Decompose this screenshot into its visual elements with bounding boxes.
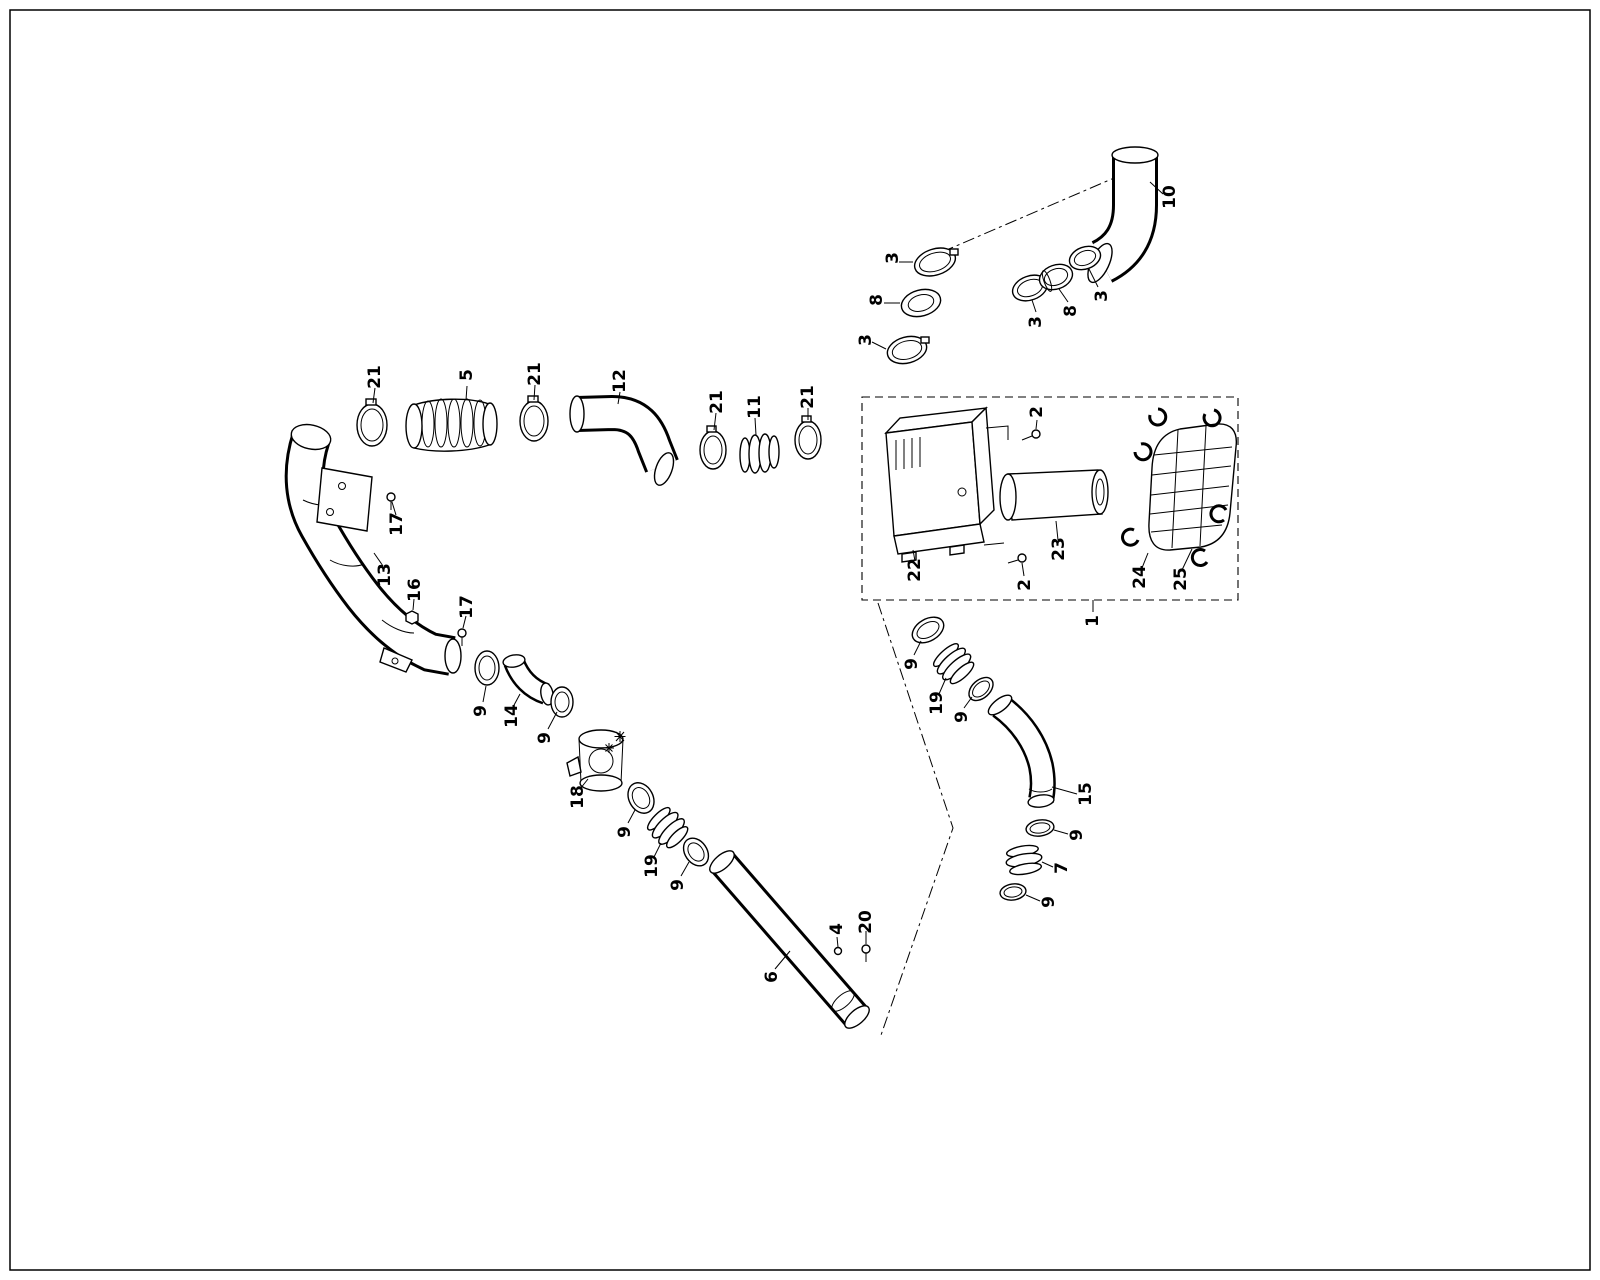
ring-9 [999,883,1027,901]
hose-8 [1038,263,1074,292]
housing-cover-25 [1148,423,1238,551]
part-label-9: 9 [535,732,555,744]
part-label-20: 20 [856,910,876,934]
ring-3 [1068,245,1102,271]
part-label-2: 2 [1015,579,1035,591]
clamp-21 [794,415,822,460]
air-cleaner-assembly-1 [861,396,1239,601]
part-label-11: 11 [745,395,765,419]
bellows-coupling-5 [405,398,498,452]
ring-9 [1025,819,1055,837]
part-label-9: 9 [1067,829,1087,841]
part-label-3: 3 [883,252,903,264]
part-label-12: 12 [610,369,630,393]
construction-line-right [877,602,954,1039]
intake-tube-10 [1087,146,1159,284]
construction-line-top [941,171,1129,253]
elbow-14 [502,654,554,706]
retaining-clips-24 [1121,407,1228,567]
part-label-17: 17 [457,595,477,619]
part-label-4: 4 [827,923,847,935]
page-border [9,9,1591,1271]
part-label-17: 17 [387,512,407,536]
ring-9 [474,650,500,686]
part-label-21: 21 [707,390,727,414]
tube-12 [569,394,679,486]
clamp-21 [519,395,549,442]
part-label-7: 7 [1052,862,1072,874]
hose-clamp-3 [886,335,930,365]
part-label-8: 8 [867,294,887,306]
bolt-4 [833,946,843,956]
bolt-2 [1007,553,1027,564]
part-label-19: 19 [927,691,947,715]
part-label-16: 16 [405,578,425,602]
part-label-1: 1 [1083,615,1103,627]
part-label-6: 6 [762,971,782,983]
part-label-3: 3 [856,334,876,346]
nut-16 [405,610,419,625]
clamp-21 [356,398,388,447]
clamp-9 [682,837,710,867]
part-label-2: 2 [1027,406,1047,418]
screw-17 [386,492,396,510]
part-label-9: 9 [902,658,922,670]
part-label-5: 5 [457,369,477,381]
star-fastener-icon [604,731,626,753]
throttle-body-18 [566,729,626,792]
part-label-13: 13 [375,563,395,587]
hose-8 [900,288,942,318]
assembly-boundary [861,396,1239,601]
clamp-21 [699,425,727,470]
screw-17 [457,628,467,646]
part-label-24: 24 [1130,565,1150,589]
part-label-21: 21 [798,385,818,409]
part-label-22: 22 [905,558,925,582]
bolt-2 [1021,429,1041,441]
bracket-line [983,425,1009,546]
part-label-21: 21 [525,362,545,386]
bolt-20 [861,944,871,962]
ring-9 [550,686,574,718]
part-label-9: 9 [615,826,635,838]
clamp-9 [627,782,655,814]
part-label-9: 9 [668,879,688,891]
part-label-3: 3 [1026,316,1046,328]
filter-element-23 [999,469,1109,521]
ring-9 [911,616,945,644]
part-label-25: 25 [1171,567,1191,591]
part-label-19: 19 [642,854,662,878]
hose-clamp-3 [913,247,959,277]
coupling-19 [646,806,689,849]
part-label-14: 14 [502,704,522,728]
coupling-7 [1005,844,1043,876]
part-label-15: 15 [1076,782,1096,806]
tube-6 [709,850,870,1029]
leader-lines [372,181,1193,970]
part-label-18: 18 [568,785,588,809]
part-label-9: 9 [471,705,491,717]
air-cleaner-housing-22 [884,406,995,563]
part-label-9: 9 [952,711,972,723]
part-label-23: 23 [1049,537,1069,561]
coupling-19 [932,643,975,685]
coupling-11 [739,433,780,474]
part-label-21: 21 [365,365,385,389]
part-label-10: 10 [1160,185,1180,209]
air-duct-13 [284,423,462,676]
tube-15 [987,694,1056,808]
part-label-8: 8 [1061,305,1081,317]
part-label-9: 9 [1039,896,1059,908]
part-label-3: 3 [1092,290,1112,302]
